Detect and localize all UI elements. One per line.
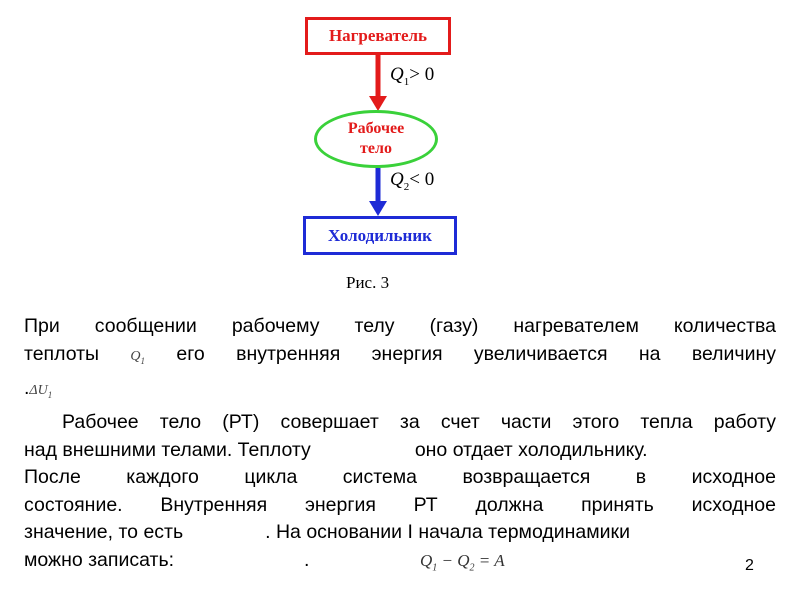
cooler-box: Холодильник: [303, 216, 457, 255]
p2-line2-start: над внешними телами. Теплоту: [24, 438, 311, 461]
heater-box: Нагреватель: [305, 17, 451, 55]
figure-caption: Рис. 3: [346, 273, 390, 292]
q2-symbol: Q: [390, 169, 404, 190]
q1-subscript: 1: [403, 75, 410, 88]
p2-line5-end: . На основании I начала термодинамики: [265, 521, 630, 544]
p1-line3: .ΔU1: [24, 375, 776, 409]
p2-line5: значение, то есть . На основании I начала…: [24, 519, 776, 547]
p2-line1: Рабочее тело (РТ) совершает за счет част…: [62, 411, 776, 434]
p2-line4: состояние. Внутренняя энергия РТ должна …: [24, 493, 776, 516]
p2-line5-start: значение, то есть: [24, 521, 184, 544]
diagram-arrows: [369, 55, 387, 216]
working-body-ellipse: Рабочее тело: [314, 110, 438, 168]
delta-u1-math: ΔU1: [29, 382, 53, 400]
q1-label: Q1> 0: [390, 64, 434, 88]
p1-line3-dot: .: [24, 376, 30, 399]
q2-subscript: 2: [403, 180, 410, 193]
q2-label: Q2< 0: [390, 169, 434, 193]
cool-arrow-head: [369, 201, 387, 216]
working-body-line2: тело: [360, 140, 392, 157]
q1-symbol: Q: [390, 64, 404, 85]
cooler-label: Холодильник: [328, 225, 432, 245]
heat-engine-diagram: Нагреватель Q1> 0 Рабочее тело Q2< 0 Хол…: [303, 17, 457, 292]
p1-line2: теплоты Q1 его внутренняя энергия увелич…: [24, 341, 776, 375]
heat-arrow-head: [369, 96, 387, 111]
p2-line3: После каждого цикла система возвращается…: [24, 466, 776, 489]
heater-label: Нагреватель: [328, 26, 428, 45]
p1-line1: При сообщении рабочему телу (газу) нагре…: [24, 315, 776, 337]
q2-relation: < 0: [409, 169, 435, 190]
first-law-formula: Q1 − Q2 = A: [420, 551, 505, 574]
working-body-line1: Рабочее: [347, 120, 405, 137]
page-number: 2: [745, 557, 754, 574]
q1-inline-math: Q1: [130, 348, 146, 366]
p2-line6: можно записать:.: [24, 547, 776, 575]
p2-line2: над внешними телами. Теплоту оно отдает х…: [24, 437, 776, 465]
q1-relation: > 0: [409, 64, 435, 85]
p2-line6-dot: .: [304, 548, 310, 571]
p1-line2-end: его внутренняя энергия увеличивается на …: [176, 342, 776, 365]
p1-line2-start: теплоты: [24, 342, 100, 365]
p2-line6-start: можно записать:: [24, 548, 175, 571]
body-text: При сообщении рабочему телу (газу) нагре…: [24, 313, 776, 574]
p2-line2-end: оно отдает холодильнику.: [414, 438, 648, 461]
